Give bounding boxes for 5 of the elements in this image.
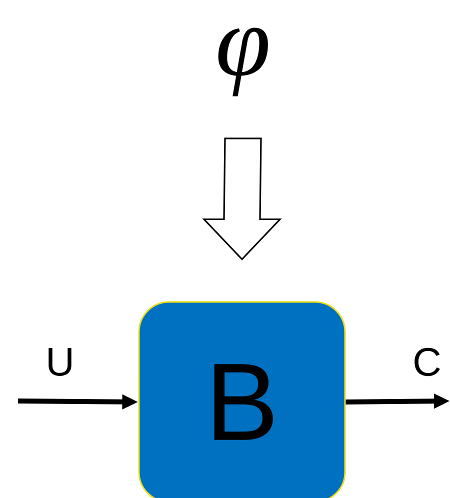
edge-label: C [414,348,440,376]
edge-label: U [48,348,72,376]
block-arrow [202,138,282,260]
process-box: B [138,301,346,498]
symbol: φ [218,28,268,96]
